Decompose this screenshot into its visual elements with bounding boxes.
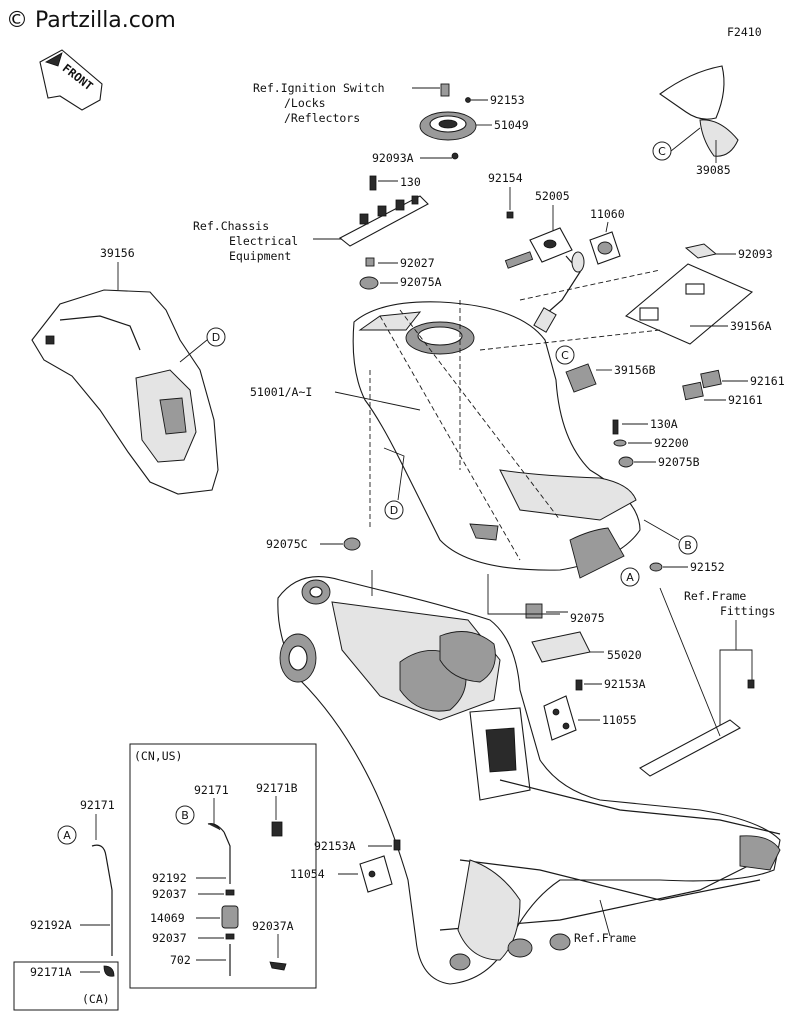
- svg-text:B: B: [181, 809, 189, 822]
- label-39156B: 39156B: [614, 363, 656, 377]
- label-92075C: 92075C: [266, 537, 308, 551]
- svg-text:A: A: [63, 829, 71, 842]
- pad-92093-part: [684, 243, 718, 259]
- callout-b-tank: [678, 535, 698, 555]
- tray-39156A-part: [624, 263, 754, 345]
- ref-frame: Ref.Frame: [574, 931, 636, 945]
- label-39156: 39156: [100, 246, 135, 260]
- callout-d-tank: [384, 500, 404, 520]
- label-11054: 11054: [290, 867, 325, 881]
- cn-us-box: [129, 743, 317, 989]
- label-92027: 92027: [400, 256, 435, 270]
- gasket-part: [589, 231, 621, 265]
- label-92075A: 92075A: [400, 275, 442, 289]
- label-14069: 14069: [150, 911, 185, 925]
- callout-a-tank: [620, 567, 640, 587]
- label-92171-outer: 92171: [80, 798, 115, 812]
- callout-d-left: [206, 327, 226, 347]
- label-92171B: 92171B: [256, 781, 298, 795]
- electrical-bracket-part: [338, 195, 429, 247]
- bracket-11054-part: [359, 855, 393, 893]
- label-92153: 92153: [490, 93, 525, 107]
- label-92192: 92192: [152, 871, 187, 885]
- side-panel-39156-part: [31, 289, 219, 495]
- label-92154: 92154: [488, 171, 523, 185]
- label-92153A-low: 92153A: [314, 839, 356, 853]
- callout-c-mid: [555, 345, 575, 365]
- label-92093A: 92093A: [372, 151, 414, 165]
- label-39156A: 39156A: [730, 319, 772, 333]
- ca-label: (CA): [82, 992, 110, 1006]
- fuel-tank-part: [352, 301, 641, 579]
- label-130A: 130A: [650, 417, 678, 431]
- fuel-pump-part: [504, 227, 585, 333]
- ref-ignition-line2: /Locks: [284, 96, 326, 110]
- label-51049: 51049: [494, 118, 529, 132]
- callout-a-left: [57, 825, 77, 845]
- label-55020: 55020: [607, 648, 642, 662]
- label-92075: 92075: [570, 611, 605, 625]
- bracket-11055-part: [543, 695, 577, 741]
- ref-frame-fittings-line2: Fittings: [720, 604, 775, 618]
- label-51001: 51001/A~I: [250, 385, 312, 399]
- ref-chassis-line3: Equipment: [229, 249, 291, 263]
- label-92161-b: 92161: [728, 393, 763, 407]
- label-92192A: 92192A: [30, 918, 72, 932]
- svg-text:C: C: [561, 349, 569, 362]
- label-92171A: 92171A: [30, 965, 72, 979]
- label-92037-b: 92037: [152, 931, 187, 945]
- label-92075B: 92075B: [658, 455, 700, 469]
- callout-b-box: [175, 805, 195, 825]
- frame-fitting-rail: [639, 719, 741, 777]
- cn-us-label: (CN,US): [134, 749, 182, 763]
- front-arrow-icon: FRONT: [39, 49, 103, 111]
- label-92200: 92200: [654, 436, 689, 450]
- ref-ignition-line1: Ref.Ignition Switch: [253, 81, 385, 95]
- ref-frame-fittings-line1: Ref.Frame: [684, 589, 746, 603]
- main-frame-part: [277, 576, 781, 985]
- bolt-ref-part: [440, 83, 450, 97]
- figure-code: F2410: [727, 25, 762, 39]
- fuel-cap-part: [419, 111, 477, 141]
- ref-ignition-line3: /Reflectors: [284, 111, 360, 125]
- label-92171-inner: 92171: [194, 783, 229, 797]
- svg-text:D: D: [212, 331, 220, 344]
- windscreen-part: [659, 65, 739, 157]
- watermark: © Partzilla.com: [6, 8, 176, 33]
- label-52005: 52005: [535, 189, 570, 203]
- label-11060: 11060: [590, 207, 625, 221]
- label-130: 130: [400, 175, 421, 189]
- ref-chassis-line1: Ref.Chassis: [193, 219, 269, 233]
- label-92152: 92152: [690, 560, 725, 574]
- svg-text:B: B: [684, 539, 692, 552]
- ca-box: [13, 961, 119, 1011]
- pad-39156B-part: [565, 363, 597, 393]
- label-92037A: 92037A: [252, 919, 294, 933]
- label-92161-a: 92161: [750, 374, 785, 388]
- label-39085: 39085: [696, 163, 731, 177]
- svg-text:C: C: [658, 145, 666, 158]
- ignition-ref: Ref.Ignition Switch /Locks /Reflectors: [253, 81, 440, 125]
- svg-text:D: D: [390, 504, 398, 517]
- label-92153A-top: 92153A: [604, 677, 646, 691]
- svg-text:A: A: [626, 571, 634, 584]
- pad-55020-part: [531, 631, 591, 663]
- label-92037-a: 92037: [152, 887, 187, 901]
- label-92093: 92093: [738, 247, 773, 261]
- label-11055: 11055: [602, 713, 637, 727]
- label-702: 702: [170, 953, 191, 967]
- ref-chassis-line2: Electrical: [229, 234, 298, 248]
